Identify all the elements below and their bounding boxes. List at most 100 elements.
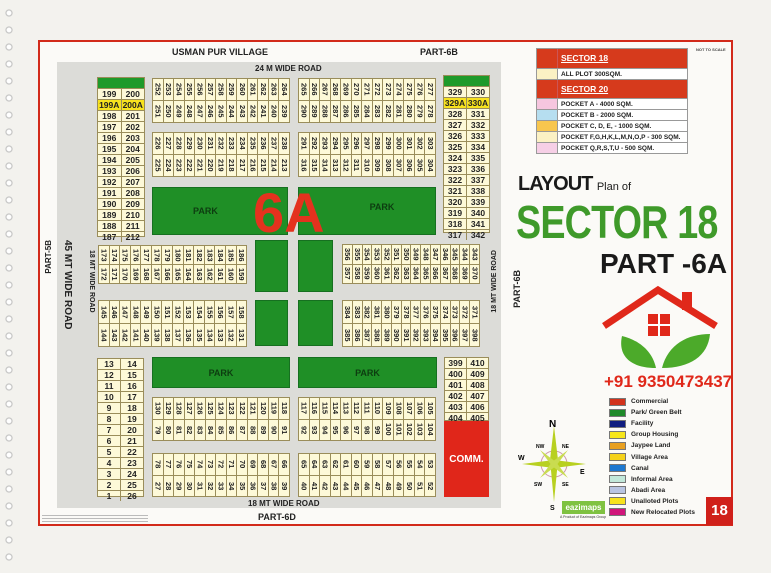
plot[interactable]: 261	[246, 79, 258, 100]
plot[interactable]: 346	[439, 245, 450, 264]
plot[interactable]: 167	[150, 265, 162, 283]
plot[interactable]: 210	[120, 210, 145, 220]
plot[interactable]: 118	[278, 398, 289, 419]
plot[interactable]: 323	[447, 164, 463, 174]
plot[interactable]: 290	[299, 105, 309, 118]
plot[interactable]: 23	[120, 458, 143, 468]
plot[interactable]: 253	[162, 79, 174, 100]
plot[interactable]: 28	[162, 475, 174, 496]
plot[interactable]: 352	[381, 245, 391, 264]
plot[interactable]: 151	[161, 301, 172, 323]
plot[interactable]: 46	[361, 475, 372, 496]
plot[interactable]: 157	[224, 301, 236, 323]
plot[interactable]: 60	[350, 454, 362, 475]
plot[interactable]: 306	[403, 155, 414, 176]
plot[interactable]: 223	[173, 155, 184, 176]
plot[interactable]: 394	[430, 324, 440, 346]
plot[interactable]: 30	[183, 475, 195, 496]
plot[interactable]: 256	[194, 79, 205, 100]
plot[interactable]: 376	[420, 301, 430, 323]
plot[interactable]: 76	[173, 454, 184, 475]
plot[interactable]: 333	[466, 131, 489, 141]
plot[interactable]: 200	[120, 89, 145, 99]
plot[interactable]: 328	[447, 109, 463, 119]
plot[interactable]: 149	[140, 301, 151, 323]
plot[interactable]: 307	[392, 155, 404, 176]
plot[interactable]: 341	[466, 219, 489, 229]
plot[interactable]: 180	[172, 246, 183, 264]
plot[interactable]: 277	[424, 79, 435, 100]
plot[interactable]: 301	[403, 133, 414, 154]
plot[interactable]: 322	[447, 175, 463, 185]
plot[interactable]: 40	[299, 481, 309, 490]
plot[interactable]: 200A	[120, 100, 145, 110]
plot[interactable]: 264	[278, 79, 289, 100]
plot[interactable]: 396	[449, 324, 460, 346]
plot[interactable]: 378	[400, 301, 411, 323]
plot[interactable]: 1	[106, 491, 112, 501]
plot[interactable]: 35	[236, 475, 247, 496]
plot[interactable]: 63	[319, 454, 330, 475]
plot[interactable]: 105	[424, 398, 435, 419]
plot[interactable]: 146	[108, 301, 120, 323]
plot[interactable]: 147	[119, 301, 130, 323]
plot[interactable]: 77	[162, 454, 174, 475]
plot[interactable]: 245	[215, 101, 226, 122]
plot[interactable]: 255	[183, 79, 195, 100]
plot[interactable]: 53	[424, 454, 435, 475]
plot[interactable]: 43	[329, 475, 341, 496]
plot[interactable]: 240	[267, 101, 279, 122]
plot[interactable]: 64	[308, 454, 320, 475]
plot[interactable]: 73	[204, 454, 216, 475]
plot[interactable]: 234	[236, 133, 247, 154]
plot[interactable]: 410	[466, 358, 488, 368]
plot[interactable]: 101	[392, 419, 404, 440]
plot[interactable]: 325	[447, 142, 463, 152]
plot[interactable]: 242	[246, 101, 258, 122]
plot[interactable]: 252	[153, 83, 163, 96]
plot[interactable]: 403	[448, 402, 463, 412]
plot[interactable]: 209	[120, 199, 145, 209]
plot[interactable]: 407	[466, 391, 488, 401]
plot[interactable]: 131	[235, 324, 247, 346]
plot[interactable]: 199A	[99, 100, 120, 110]
plot[interactable]: 196	[102, 133, 117, 143]
plot[interactable]: 65	[299, 460, 309, 469]
plot[interactable]: 345	[449, 245, 460, 264]
plot[interactable]: 95	[329, 419, 341, 440]
plot[interactable]: 230	[194, 133, 205, 154]
plot[interactable]: 368	[449, 264, 460, 283]
plot[interactable]: 285	[350, 101, 362, 122]
plot[interactable]: 299	[382, 133, 393, 154]
plot[interactable]: 90	[267, 419, 279, 440]
plot[interactable]: 137	[172, 324, 183, 346]
plot[interactable]: 70	[236, 454, 247, 475]
plot[interactable]: 274	[392, 79, 404, 100]
plot[interactable]: 78	[153, 460, 163, 469]
plot[interactable]: 364	[410, 264, 421, 283]
plot[interactable]: 289	[308, 101, 320, 122]
plot[interactable]: 259	[225, 79, 237, 100]
plot[interactable]: 227	[162, 133, 174, 154]
plot[interactable]: 263	[267, 79, 279, 100]
plot[interactable]: 354	[361, 245, 372, 264]
plot[interactable]: 106	[413, 398, 425, 419]
plot[interactable]: 34	[225, 475, 237, 496]
plot[interactable]: 113	[340, 398, 351, 419]
plot[interactable]: 135	[193, 324, 204, 346]
plot[interactable]: 311	[350, 155, 362, 176]
plot[interactable]: 179	[161, 246, 172, 264]
plot[interactable]: 150	[150, 301, 162, 323]
plot[interactable]: 16	[120, 381, 143, 391]
plot[interactable]: 344	[459, 245, 470, 264]
plot[interactable]: 205	[120, 155, 145, 165]
plot[interactable]: 42	[319, 475, 330, 496]
plot[interactable]: 107	[403, 398, 414, 419]
plot[interactable]: 203	[120, 133, 145, 143]
plot[interactable]: 169	[129, 265, 141, 283]
plot[interactable]: 125	[204, 398, 216, 419]
plot[interactable]: 144	[99, 328, 109, 342]
plot[interactable]: 140	[140, 324, 151, 346]
plot[interactable]: 136	[182, 324, 194, 346]
plot[interactable]: 195	[102, 144, 117, 154]
